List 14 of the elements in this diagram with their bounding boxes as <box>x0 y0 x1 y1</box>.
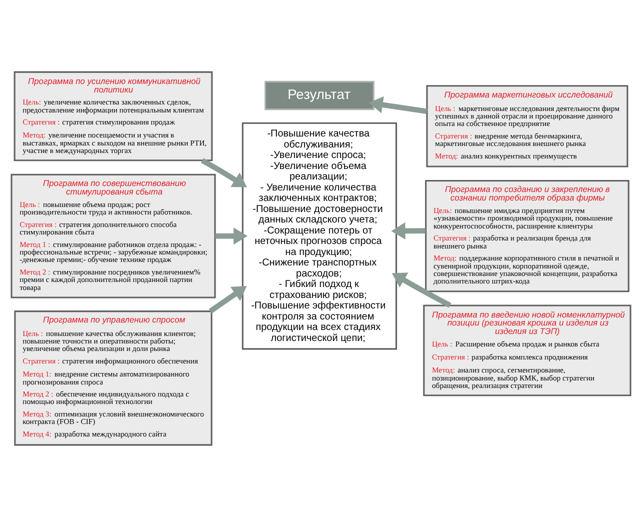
arrow <box>392 272 452 308</box>
node-box: Результат <box>264 80 374 110</box>
node-box: Программа по управлению спросом Цель : повышение качества обслуживания клиентов; повышение точности и оперативности работы; увеличение объема реализации и доли рынка Стратегия : стратегия информационного обеспечения Метод 1: внедрение системы автоматизированного прогнозирования спроса Метод 2 : обеспечение индивидуального подхода с помощью информационной технологии Метод 3: оптимизация условий внешнеэкономического контракта (FOB - CIF) Метод 4: разработка международного сайта <box>14 310 212 446</box>
node-box: Программа маркетинговых исследований Цель : маркетинговые исследования деятельности фирм успешных в данной отрасли и проецирование данного опыта на собственное предприятие Стратегия : внедрение метода бенчмаркинга, маркетинговые исследования внешнего рынка Метод: анализ конкурентных преимуществ <box>426 85 628 168</box>
arrow <box>215 227 248 245</box>
node-box: -Повышение качества обслуживания; -Увеличение спроса; -Увеличение объема реализации; - Увеличение количества заключенных контрактов; -Повышение достоверности данных складского учета; -Сокращение потерь от неточных прогнозов спроса на продукцию; -Снижение транспортных расходов; - Гибкий подход к страхованию рисков; -Повышение эффективности контроля за состоянием продукции на всех стадиях логистической цепи; <box>242 122 398 350</box>
arrow <box>208 286 247 314</box>
arrow <box>200 158 247 188</box>
node-box: Программа по введению новой номенклатурной позиции (резиновая крошка и изделия из изделия из ТЭП) Цель : Расширение объема продаж и рынков сбыта Стратегия : разработка комплекса продвижения Метод: анализ спроса, сегментирование, позиционирование, выбор КМК, выбор стратегии обращения, реализация стратегии <box>423 304 632 396</box>
arrow <box>391 222 426 240</box>
node-box: Программа по совершенствованию стимулирования сбыта Цель : повышение объема продаж; рост производительности труда и активности работников. Стратегия : стратегия дополнительного способа стимулирования сбыта Метод 1 : стимулирование работников отдела продаж: - профессиональные встречи; - зарубежные командировки; -денежные премии;- обучение технике продаж Метод 2 : стимулирование посредников увеличением% премии с каждой дополнительной проданной партии товара <box>10 174 216 298</box>
node-box: Программа по усилению коммуникативной политики Цель: увеличение количества заключенных сделок, предоставление информации потенциальным клиентам Стратегия : стратегия стимулирования продаж Метод: увеличение посещаемости и участия в выставках, ярмарках с выходом на внешние рынки РТИ, участие в международных торгах <box>14 71 213 162</box>
node-box: Программа по созданию и закреплению в сознании потребителя образа фирмы Цель: повышение имиджа предприятия путем «узнаваемости» производимой продукции, повышение конкурентоспособности, расширение клиентуры Стратегия : разработка и реализация бренда для внешнего рынка Метод: поддержание корпоративного стиля в печатной и сувенирной продукции, корпоративной одежде, совершенствование упаковочной концепции, разработка дополнительного штрих-кода <box>425 180 630 292</box>
arrow <box>368 96 428 114</box>
